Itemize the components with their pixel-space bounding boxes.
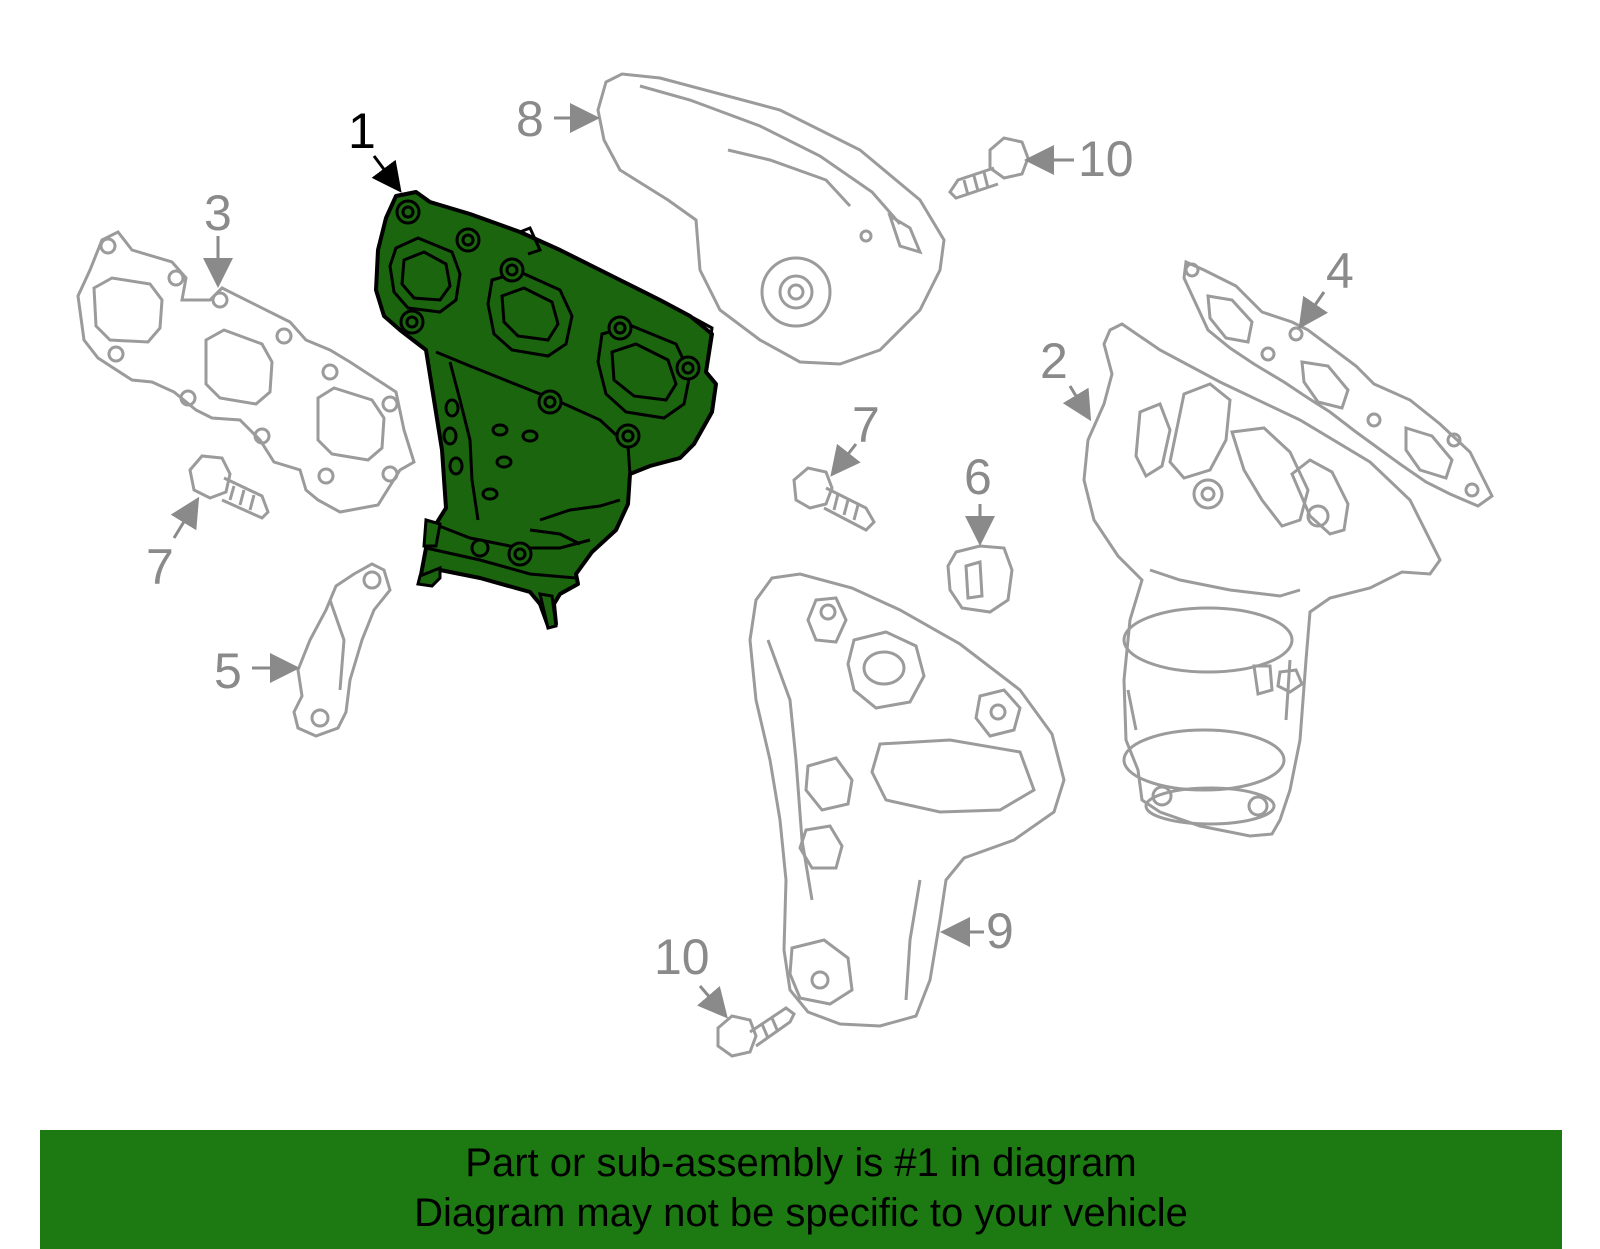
info-banner: Part or sub-assembly is #1 in diagram Di…	[40, 1130, 1562, 1249]
part-3-gasket[interactable]	[76, 230, 416, 514]
part-4-gasket[interactable]	[1182, 259, 1494, 508]
callout-7-left: 7	[146, 539, 174, 595]
part-8-heat-shield[interactable]	[596, 72, 946, 366]
callout-10-lower: 10	[654, 929, 710, 985]
part-2-manifold-converter[interactable]	[1082, 322, 1442, 838]
callout-8: 8	[516, 91, 544, 147]
callout-7-right: 7	[852, 397, 880, 453]
part-7-bolt-left[interactable]	[188, 454, 270, 520]
callout-1: 1	[348, 103, 376, 159]
part-1-exhaust-manifold-converter[interactable]	[374, 190, 718, 630]
banner-line-2: Diagram may not be specific to your vehi…	[414, 1191, 1188, 1235]
banner-line-1: Part or sub-assembly is #1 in diagram	[465, 1141, 1137, 1185]
callout-6: 6	[964, 449, 992, 505]
part-9-heat-shield[interactable]	[748, 572, 1066, 1028]
callout-3: 3	[204, 185, 232, 241]
part-10-bolt-upper[interactable]	[948, 136, 1030, 200]
leader-lines	[170, 103, 1328, 1019]
parts-diagram: 1 2 3 4 5 6 7 7 8 9 10 10	[76, 72, 1494, 1058]
part-6-clip[interactable]	[946, 544, 1014, 614]
part-10-bolt-lower[interactable]	[716, 1006, 796, 1058]
part-5-bracket[interactable]	[292, 562, 392, 738]
callout-4: 4	[1326, 243, 1354, 299]
callout-5: 5	[214, 643, 242, 699]
callout-10-upper: 10	[1078, 131, 1134, 187]
part-7-bolt-right[interactable]	[792, 466, 876, 532]
callout-9: 9	[986, 903, 1014, 959]
callout-2: 2	[1040, 333, 1068, 389]
